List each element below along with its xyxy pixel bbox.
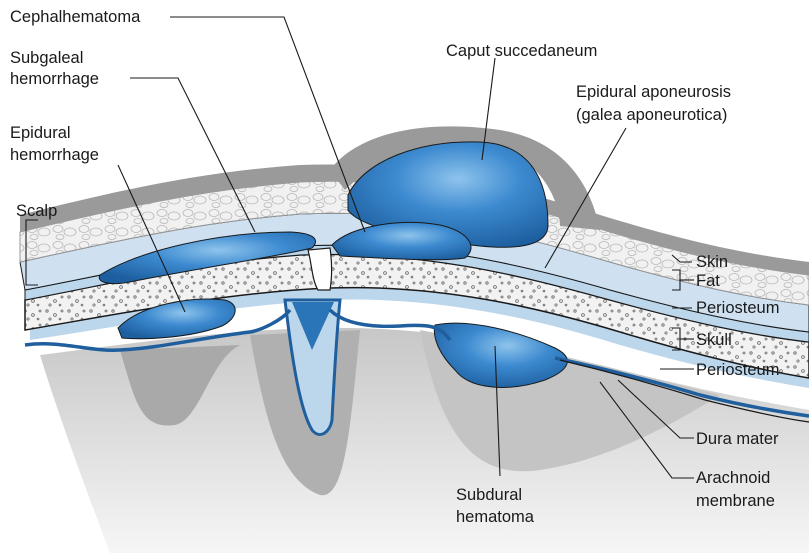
label-subgaleal-hemorrhage-line1: Subgaleal (10, 49, 83, 67)
label-skin: Skin (696, 253, 728, 271)
label-epidural-hemorrhage-line2: hemorrhage (10, 146, 99, 164)
label-skull: Skull (696, 331, 732, 349)
label-epidural-aponeurosis-line2: (galea aponeurotica) (576, 106, 727, 124)
label-subgaleal-hemorrhage-line2: hemorrhage (10, 70, 99, 88)
label-arachnoid-membrane-line1: Arachnoid (696, 469, 770, 487)
label-dura-mater: Dura mater (696, 430, 779, 448)
label-scalp: Scalp (16, 202, 57, 220)
label-epidural-hemorrhage-line1: Epidural (10, 124, 71, 142)
label-periosteum-inner: Periosteum (696, 361, 779, 379)
label-periosteum-outer: Periosteum (696, 299, 779, 317)
label-cephalhematoma: Cephalhematoma (10, 8, 141, 26)
label-epidural-aponeurosis-line1: Epidural aponeurosis (576, 83, 731, 101)
label-caput-succedaneum: Caput succedaneum (446, 42, 597, 60)
label-fat: Fat (696, 272, 720, 290)
label-arachnoid-membrane-line2: membrane (696, 492, 775, 510)
label-subdural-hematoma-line2: hematoma (456, 508, 535, 526)
label-subdural-hematoma-line1: Subdural (456, 486, 522, 504)
